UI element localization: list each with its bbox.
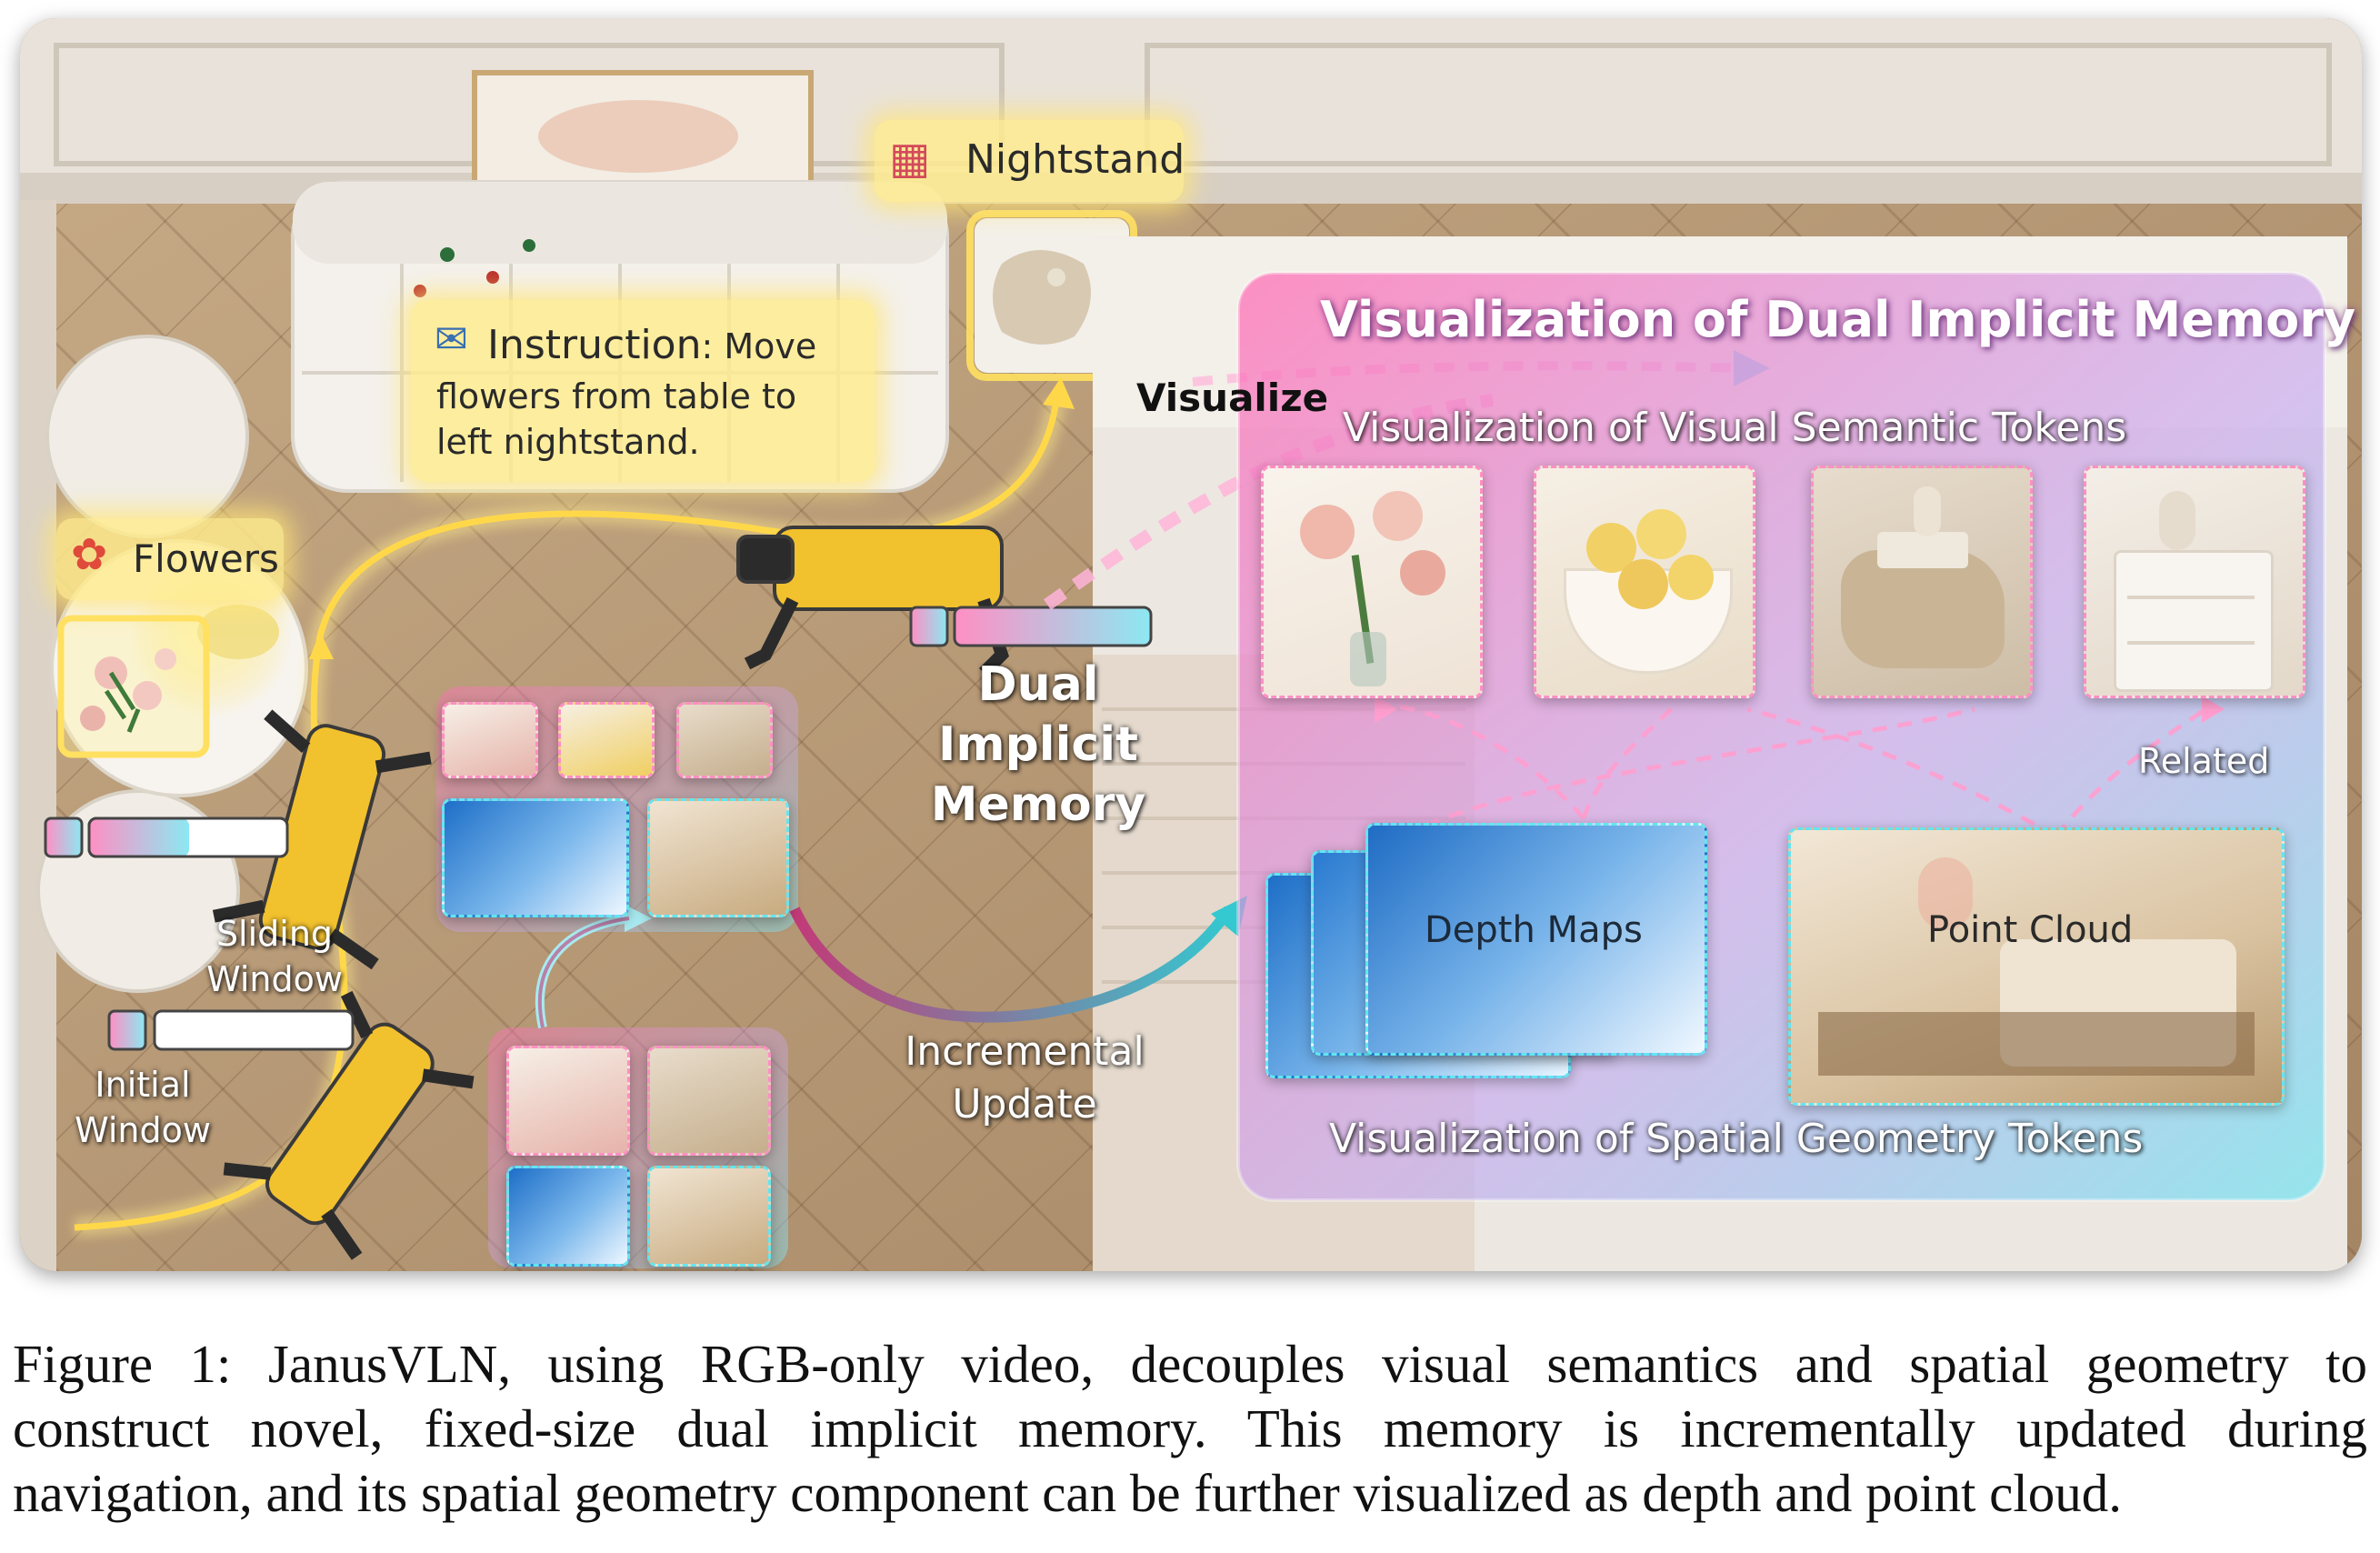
point-cloud-view xyxy=(1788,827,2285,1106)
point-cloud-label: Point Cloud xyxy=(1927,909,2134,951)
sliding-window-token-2 xyxy=(558,702,655,778)
initial-window-pointcloud-token xyxy=(647,1166,771,1267)
robot-dog xyxy=(736,526,1010,677)
caption-line-3: navigation, and its spatial geometry com… xyxy=(13,1463,2123,1523)
semantic-token-nightstand-drawers xyxy=(2084,466,2305,698)
initial-window-token-1 xyxy=(506,1046,630,1156)
figure-illustration: ▦ Nightstand ✿ Flowers ✉ Instruction: Mo… xyxy=(20,18,2362,1271)
visualize-label: Visualize xyxy=(1136,376,1329,420)
sliding-window-pointcloud-token xyxy=(647,798,789,917)
geometry-tokens-title: Visualization of Spatial Geometry Tokens xyxy=(1329,1116,2144,1162)
initial-window-depth-token xyxy=(506,1166,630,1267)
depth-map-front xyxy=(1365,823,1707,1056)
caption-line-2: construct novel, fixed-size dual implici… xyxy=(13,1398,2367,1458)
initial-window-label: Initial Window xyxy=(75,1065,211,1150)
instruction-chat-icon: ✉ xyxy=(435,316,468,363)
semantic-token-flowers xyxy=(1261,466,1483,698)
sliding-window-token-1 xyxy=(442,702,538,778)
nightstand-label: ▦ Nightstand xyxy=(875,120,1185,202)
semantic-tokens-title: Visualization of Visual Semantic Tokens xyxy=(1343,405,2127,451)
instruction-key: Instruction xyxy=(487,322,702,368)
instruction-line-2: flowers from table to xyxy=(436,376,797,416)
semantic-token-lemons xyxy=(1534,466,1755,698)
initial-window-token-2 xyxy=(647,1046,771,1156)
robot-dog xyxy=(223,990,475,1260)
flowers-label: ✿ Flowers xyxy=(56,518,284,600)
incremental-update-label: Incremental Update xyxy=(905,1028,1145,1127)
robot-dog xyxy=(212,709,432,970)
instruction-line-3: left nightstand. xyxy=(436,422,700,462)
depth-maps-label: Depth Maps xyxy=(1425,909,1643,951)
sliding-window-depth-token xyxy=(442,798,629,917)
sliding-window-token-3 xyxy=(676,702,773,778)
related-label: Related xyxy=(2138,741,2270,781)
semantic-token-nightstand-top xyxy=(1811,466,2033,698)
caption-line-1: Figure 1: JanusVLN, using RGB-only video… xyxy=(13,1334,2367,1394)
dual-memory-label: Dual Implicit Memory xyxy=(930,657,1146,832)
figure-caption: Figure 1: JanusVLN, using RGB-only video… xyxy=(13,1332,2367,1526)
nightstand-icon: ▦ xyxy=(889,133,931,184)
sliding-window-label: Sliding Window xyxy=(206,914,343,999)
panel-title: Visualization of Dual Implicit Memory xyxy=(1320,291,2356,348)
flowers-icon: ✿ xyxy=(71,529,108,580)
instruction-line-1: : Move xyxy=(701,326,817,366)
instruction-label: ✉ Instruction: Move flowers from table t… xyxy=(411,300,875,482)
